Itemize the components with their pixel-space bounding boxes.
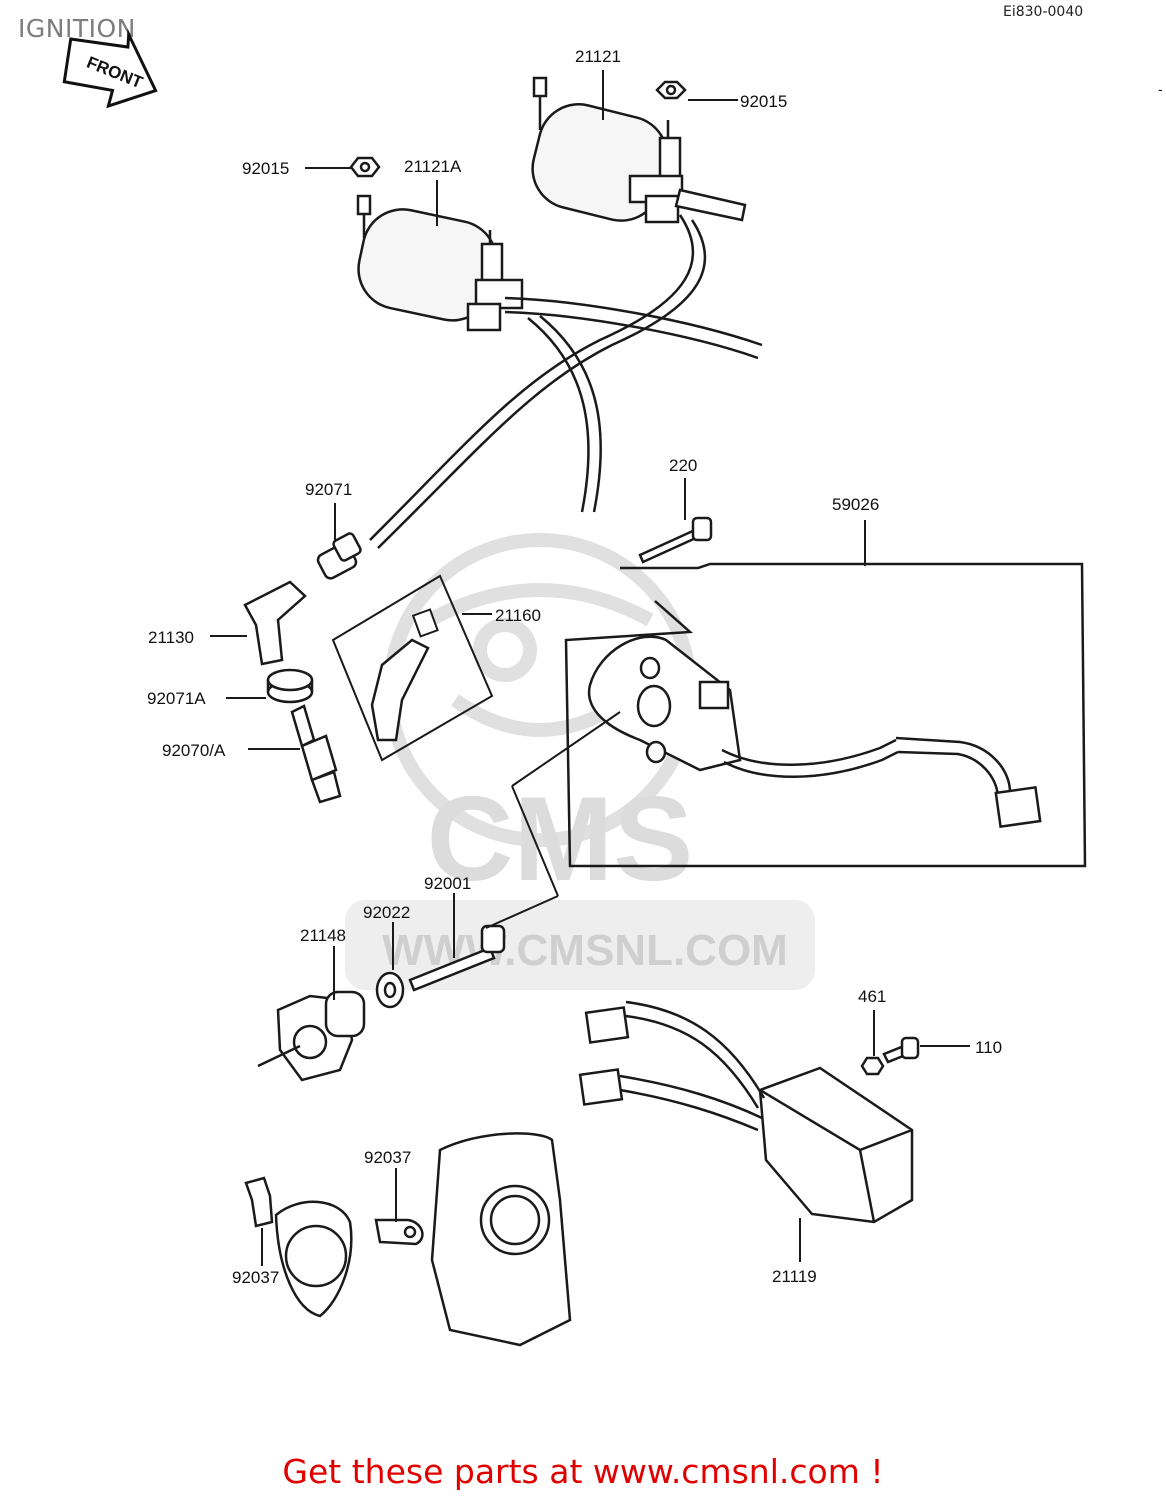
plate-bolt-icon — [638, 516, 713, 564]
cable-connector-icon — [316, 532, 362, 580]
label-nut-igniter: 461 — [858, 987, 886, 1006]
label-nut-left: 92015 — [242, 159, 289, 178]
ignition-coil-left — [356, 194, 524, 332]
diagram-code: Ei830-0040 — [1003, 4, 1084, 20]
label-cap-elbow: 21160 — [495, 606, 541, 625]
edge-mark: - — [1158, 81, 1163, 97]
ht-leads — [369, 214, 763, 549]
label-washer: 92022 — [363, 903, 410, 922]
label-bolt-igniter: 110 — [975, 1038, 1002, 1057]
label-cable: 92071 — [305, 480, 352, 499]
clamp-right-icon — [374, 1218, 424, 1246]
nut-right-icon — [655, 80, 687, 100]
seal-ring-icon — [266, 668, 314, 704]
page-title: IGNITION — [18, 14, 136, 43]
nut-left-icon — [349, 156, 381, 178]
label-coil-left: 21121A — [404, 157, 462, 176]
washer-icon — [375, 971, 405, 1009]
igniter-nut-icon — [860, 1056, 885, 1076]
clamp-left-icon — [244, 1176, 274, 1228]
ignition-coil-right — [531, 76, 747, 224]
label-pickup-assy: 59026 — [832, 495, 879, 514]
crankcase-cover — [274, 1132, 572, 1347]
label-nut-right: 92015 — [740, 92, 787, 111]
leader-lines — [210, 70, 970, 1266]
pickup-assembly — [564, 562, 1087, 868]
label-bolt-plate: 220 — [669, 456, 697, 475]
label-spark-plug: 92070/A — [162, 741, 226, 760]
igniter-bolt-icon — [882, 1036, 920, 1064]
front-arrow-icon: FRONT — [62, 28, 158, 109]
label-cap-straight: 21130 — [148, 628, 194, 647]
watermark-brand: CMS — [427, 772, 694, 906]
label-igniter: 21119 — [772, 1267, 817, 1286]
label-coil-right: 21121 — [575, 47, 621, 66]
label-seal: 92071A — [147, 689, 206, 708]
label-clamp-right: 92037 — [364, 1148, 411, 1167]
spark-plug-icon — [290, 704, 342, 804]
igniter-unit-icon — [578, 1000, 914, 1224]
label-advancer: 21148 — [300, 926, 346, 945]
plug-cap-straight-icon — [243, 580, 307, 666]
cta-link[interactable]: Get these parts at www.cmsnl.com ! — [282, 1452, 884, 1491]
advancer-bolt-icon — [408, 924, 506, 992]
watermark — [345, 533, 815, 990]
timing-advancer-icon — [257, 990, 366, 1082]
cap-kit-frame — [331, 574, 494, 762]
label-bolt-advancer: 92001 — [424, 874, 471, 893]
label-clamp-left: 92037 — [232, 1268, 279, 1287]
